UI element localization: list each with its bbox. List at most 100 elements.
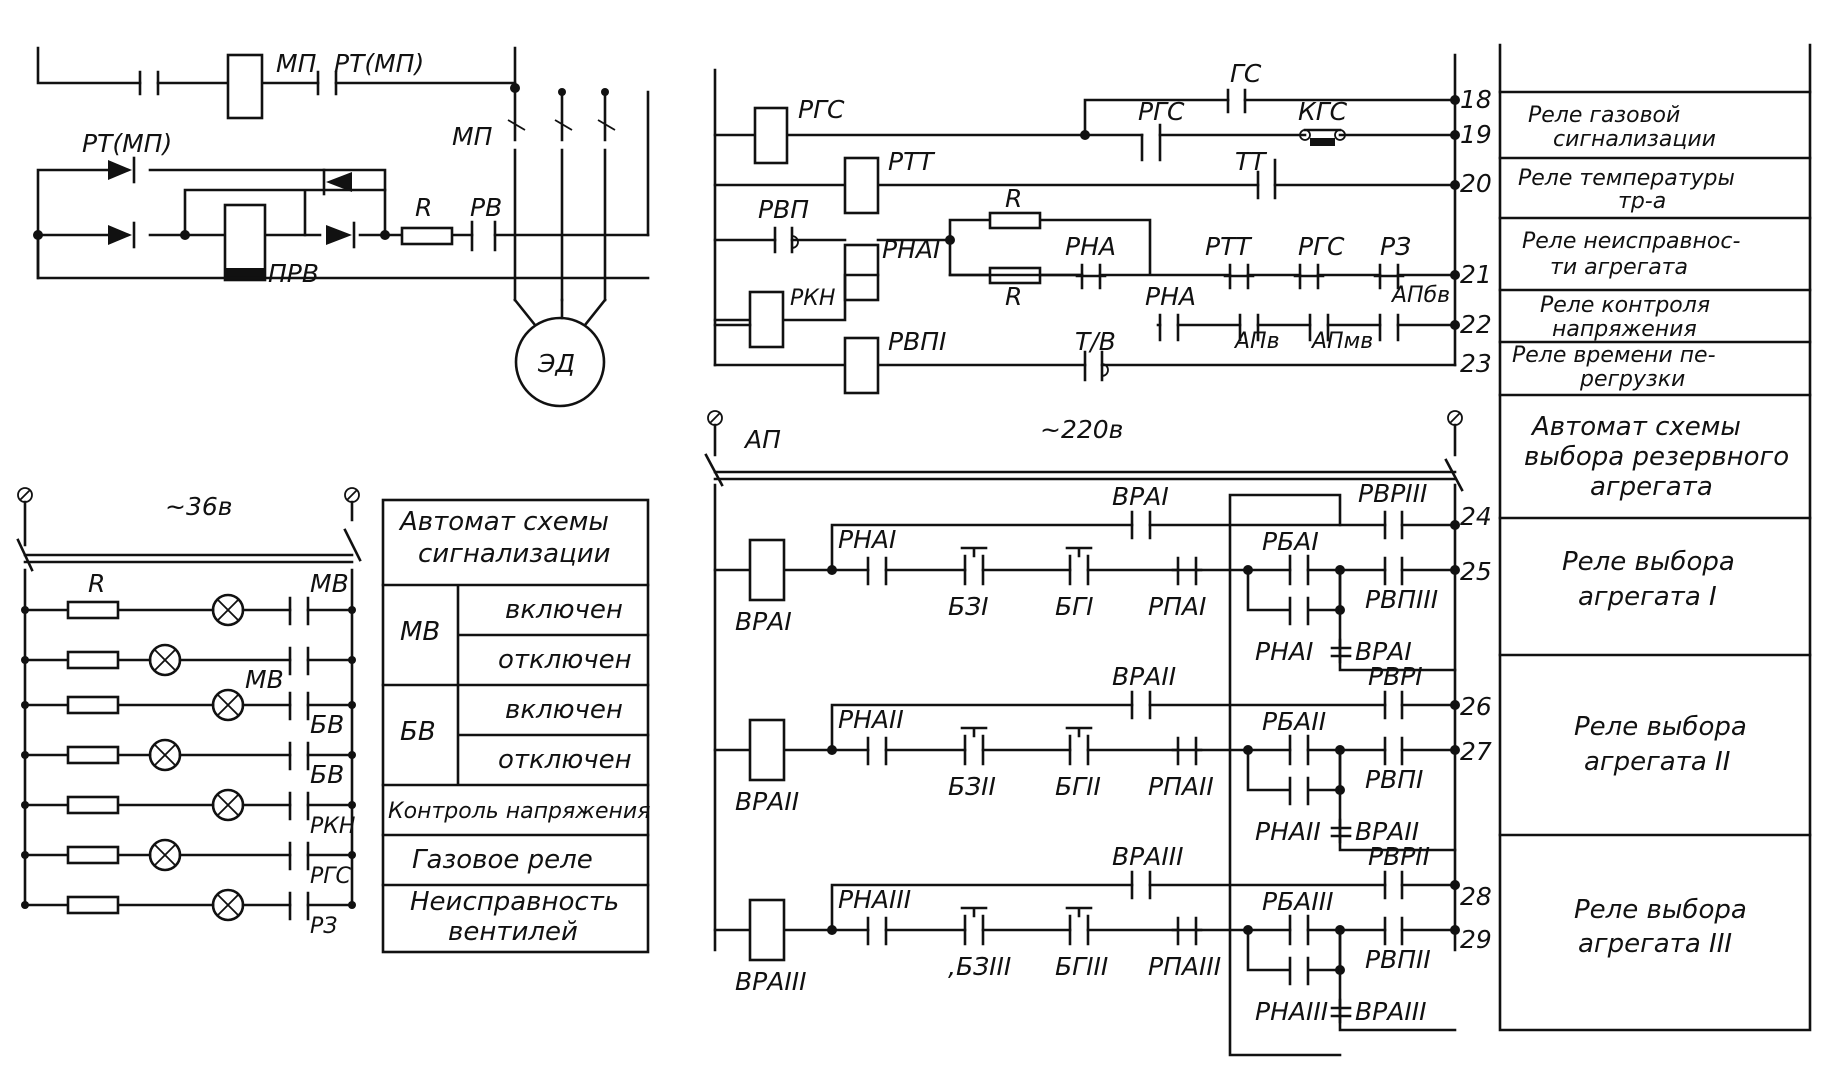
line-number: 21 <box>1460 260 1492 289</box>
signal-table-gas: Газовое реле <box>412 845 593 875</box>
signal-voltage: ~36в <box>165 492 233 521</box>
signal-contact-label: РЗ <box>310 914 337 939</box>
lamp-icon <box>211 688 245 722</box>
signal-resistor <box>66 650 120 670</box>
label-rna-top: РНА <box>1065 232 1116 261</box>
legend-6b: выбора резервного <box>1524 442 1789 472</box>
contact-rvp-label: РВПI <box>1365 765 1423 794</box>
contact-rpa-label: РПАII <box>1148 772 1214 801</box>
legend-5b: регрузки <box>1579 367 1685 392</box>
legend-4b: напряжения <box>1552 317 1697 342</box>
contact-rna2-label: РНАI <box>1255 637 1313 666</box>
resistor-r <box>400 226 454 246</box>
label-rna-bottom: РНА <box>1145 282 1196 311</box>
legend-9b: агрегата III <box>1578 929 1732 959</box>
line-number: 27 <box>1460 737 1492 766</box>
signal-row: МВ R <box>21 569 356 627</box>
legend-table: Реле газовой сигнализации Реле температу… <box>1498 43 1812 1032</box>
line-number: 24 <box>1460 502 1492 531</box>
label-220v: ~220в <box>1040 415 1123 444</box>
coil-mp-label: МП <box>276 49 317 78</box>
signal-contact-label: МВ <box>245 665 284 694</box>
signal-resistor <box>66 795 120 815</box>
coil-rgs <box>753 106 789 165</box>
legend-8a: Реле выбора <box>1574 712 1747 742</box>
contact-rba-label: РБАI <box>1262 527 1319 556</box>
label-t-v: Т/В <box>1075 327 1116 356</box>
line-number: 20 <box>1460 169 1492 198</box>
line-number: 22 <box>1460 310 1492 339</box>
contact-rna-label: РНАI <box>838 525 896 554</box>
coil-rkn <box>748 290 785 349</box>
contact-rna2-label: РНАII <box>1255 817 1321 846</box>
contact-rna-label: РНАII <box>838 705 904 734</box>
signal-table-mv-off: отключен <box>498 645 632 675</box>
line-number: 23 <box>1460 349 1492 378</box>
lamp-icon <box>211 788 245 822</box>
label-rgs-contact: РГС <box>1138 97 1185 126</box>
signal-contact-label: БВ <box>310 760 344 789</box>
contact-rvr2-label: РВРII <box>1368 842 1430 871</box>
signal-resistor <box>66 695 120 715</box>
contact-rvp-label: РВПIII <box>1365 585 1438 614</box>
contact-rna2-label: РНАIII <box>1255 997 1328 1026</box>
motor-control-circuit: МП РТ(МП) МП ПРВ РТ(МП) R РВ ЭД <box>33 46 650 408</box>
lamp-icon <box>148 738 182 772</box>
coil-rvp1 <box>843 336 880 395</box>
contact-bz-label: БЗI <box>948 592 989 621</box>
signal-resistor-label: R <box>88 569 105 598</box>
signal-table-mv-on: включен <box>505 595 623 625</box>
label-ap-bv: АПбв <box>1390 283 1450 308</box>
coil-rtt <box>843 156 880 215</box>
contact-vra2-label: ВРАIII <box>1355 997 1426 1026</box>
coil-vra-label: ВРАII <box>735 787 799 816</box>
line-number: 25 <box>1460 557 1492 586</box>
resistor-r1 <box>988 211 1042 230</box>
label-breaker: АП <box>743 425 781 454</box>
contact-bg-label: БГIII <box>1055 952 1108 981</box>
signal-row: БВ <box>21 688 356 739</box>
signal-table-valve-2: вентилей <box>448 917 578 947</box>
label-rvp1: РВПI <box>888 327 946 356</box>
label-rna1: РНАI <box>882 235 940 264</box>
label-rvp: РВП <box>758 195 809 224</box>
line-number: 29 <box>1460 925 1492 954</box>
contact-rv-label: РВ <box>470 193 502 222</box>
signal-table-bv-on: включен <box>505 695 623 725</box>
signal-table-valve-1: Неисправность <box>410 887 619 917</box>
legend-1b: сигнализации <box>1553 127 1716 152</box>
legend-7b: агрегата I <box>1578 582 1717 612</box>
contact-rvr-label: РВРIII <box>1358 479 1427 508</box>
signal-resistor <box>66 845 120 865</box>
line-number: 26 <box>1460 692 1492 721</box>
contact-rt-mp-left: РТ(МП) <box>82 129 172 158</box>
line-number: 19 <box>1460 120 1492 149</box>
signal-contact-label: БВ <box>310 710 344 739</box>
signal-table-bv: БВ <box>400 717 436 747</box>
coil-vra-label: ВРАI <box>735 607 792 636</box>
contact-vra2-label: ВРАI <box>1355 637 1412 666</box>
coil-rna1 <box>843 243 880 302</box>
label-kgs: КГС <box>1298 97 1348 126</box>
signal-table-bv-off: отключен <box>498 745 632 775</box>
legend-3b: ти агрегата <box>1550 255 1688 280</box>
signal-contact-label: МВ <box>310 569 349 598</box>
legend-7a: Реле выбора <box>1562 547 1735 577</box>
signal-row: МВ <box>21 643 356 694</box>
label-ap-v: АПв <box>1233 329 1280 354</box>
contact-rvp-label: РВПII <box>1365 945 1431 974</box>
label-gs: ГС <box>1230 59 1262 88</box>
lamp-icon <box>211 593 245 627</box>
contact-bg-label: БГI <box>1055 592 1093 621</box>
signal-row: РКН <box>21 788 356 839</box>
coil-vra <box>748 538 786 602</box>
legend-1a: Реле газовой <box>1528 103 1680 128</box>
relay-prv-label: ПРВ <box>268 259 319 288</box>
contact-rpa-label: РПАI <box>1148 592 1206 621</box>
signal-table-voltage: Контроль напряжения <box>388 799 650 824</box>
